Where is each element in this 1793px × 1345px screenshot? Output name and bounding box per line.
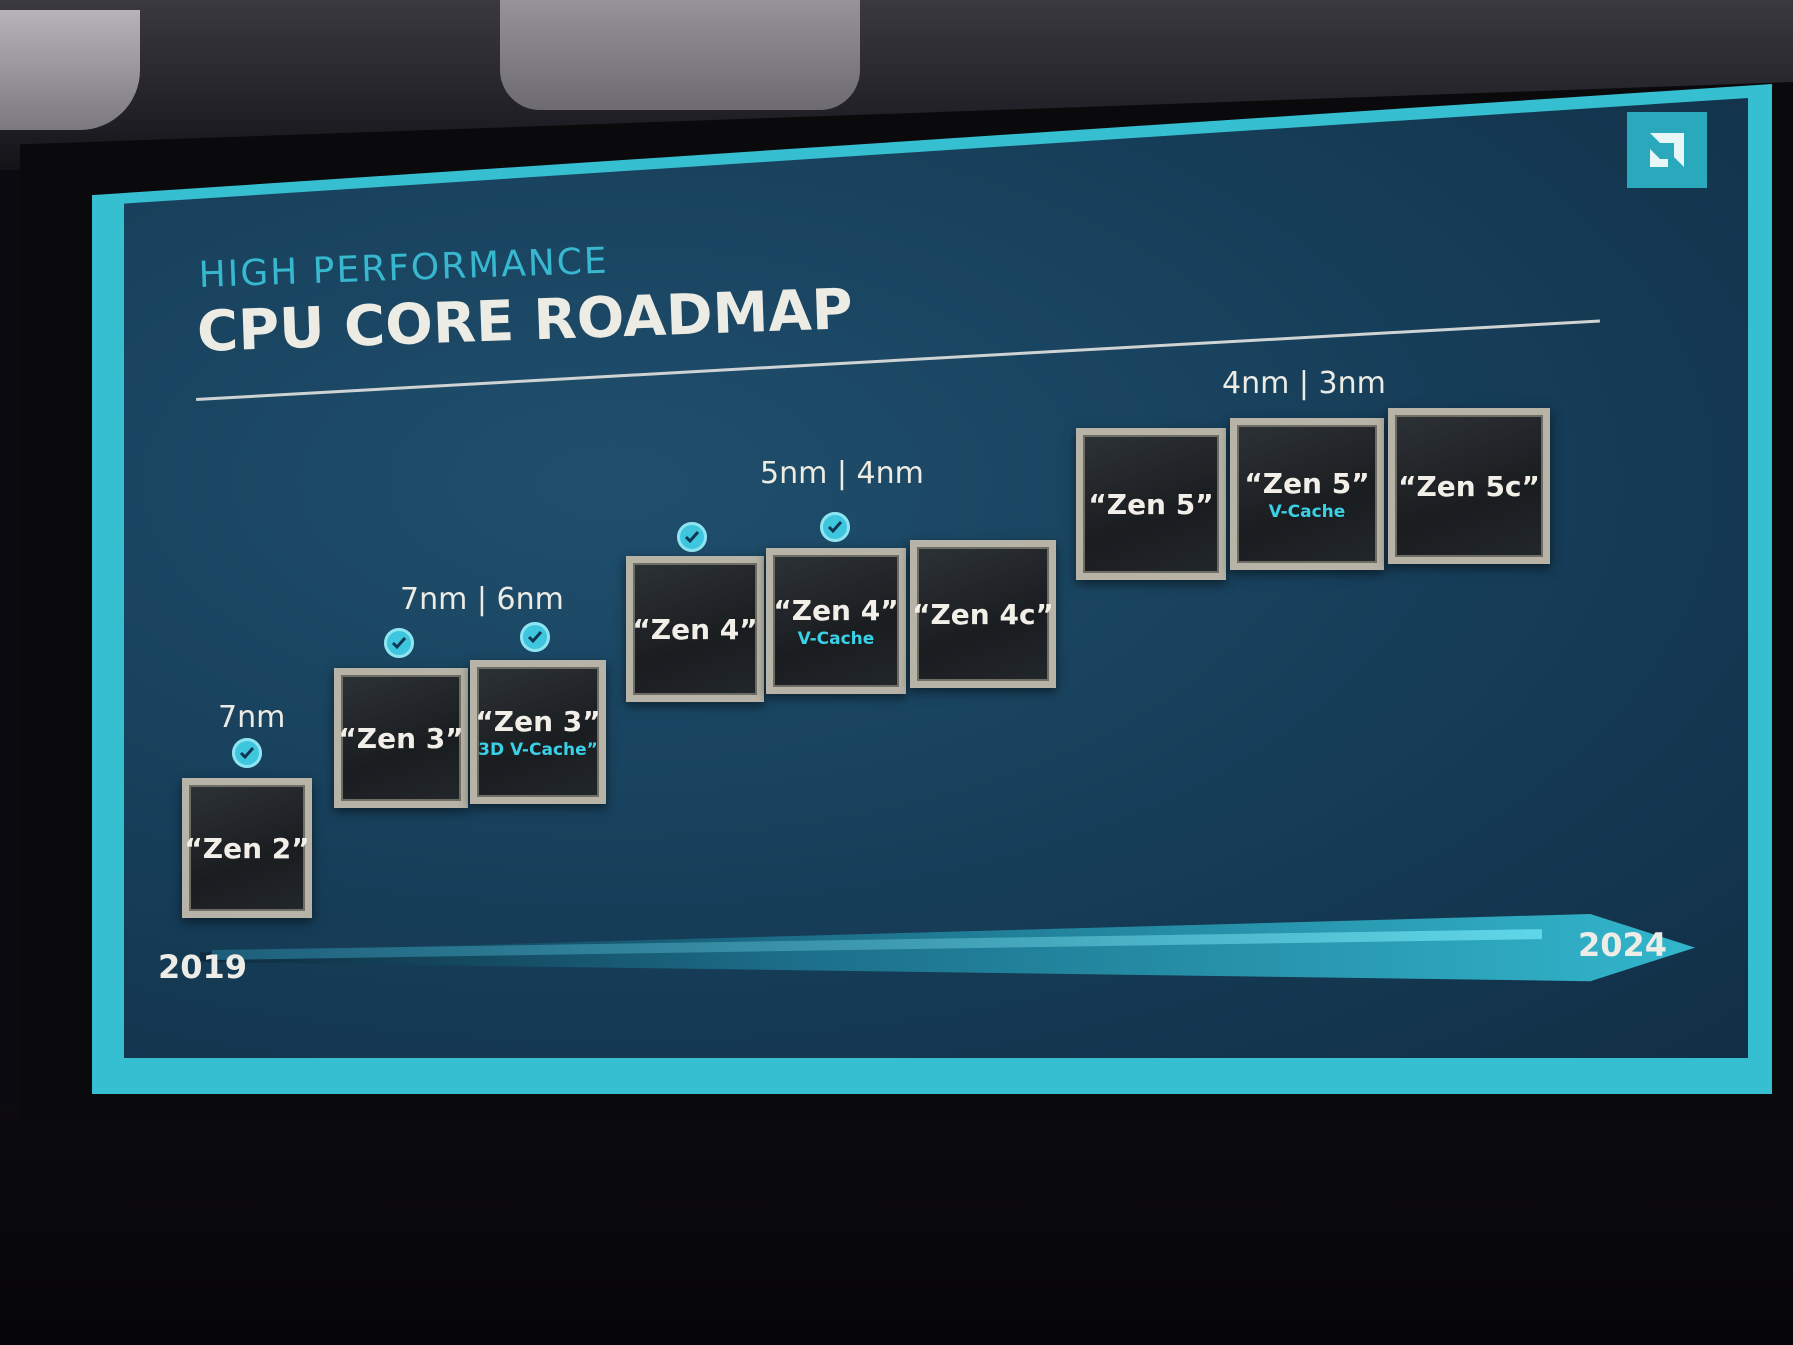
check-icon [384,628,414,658]
ceiling-light-fixture [0,10,140,130]
ceiling-light-fixture [500,0,860,110]
core-name: “Zen 5c” [1398,469,1540,503]
amd-logo-icon [1627,112,1707,188]
check-icon [677,522,707,552]
room-floor-background [0,1100,1793,1345]
timeline-start-year: 2019 [158,948,248,986]
core-variant: V-Cache [1268,501,1346,522]
core-name: “Zen 3” [338,721,464,755]
core-name: “Zen 5” [1244,466,1370,500]
core-name: “Zen 2” [184,831,310,865]
core-chip-zen-4: “Zen 4” [626,556,764,702]
core-name: “Zen 4c” [912,597,1054,631]
core-chip-zen-3-3d-v-cache: “Zen 3” 3D V-Cache” [470,660,606,804]
process-node-label: 5nm | 4nm [760,456,924,491]
core-chip-zen-5-v-cache: “Zen 5” V-Cache [1230,418,1384,570]
core-chip-zen-5: “Zen 5” [1076,428,1226,580]
core-variant: 3D V-Cache” [478,739,598,760]
core-chip-zen-5c: “Zen 5c” [1388,408,1550,564]
core-name: “Zen 3” [475,704,601,738]
core-chip-zen-3: “Zen 3” [334,668,468,808]
check-icon [520,622,550,652]
core-name: “Zen 4” [773,593,899,627]
check-icon [232,738,262,768]
process-node-label: 7nm | 6nm [400,582,564,617]
core-chip-zen-4-v-cache: “Zen 4” V-Cache [766,548,906,694]
core-chip-zen-2: “Zen 2” [182,778,312,918]
process-node-label: 7nm [218,700,286,735]
timeline-end-year: 2024 [1578,926,1668,964]
core-name: “Zen 5” [1088,487,1214,521]
process-node-label: 4nm | 3nm [1222,366,1386,401]
core-chip-zen-4c: “Zen 4c” [910,540,1056,688]
check-icon [820,512,850,542]
core-variant: V-Cache [797,628,875,649]
core-name: “Zen 4” [632,612,758,646]
